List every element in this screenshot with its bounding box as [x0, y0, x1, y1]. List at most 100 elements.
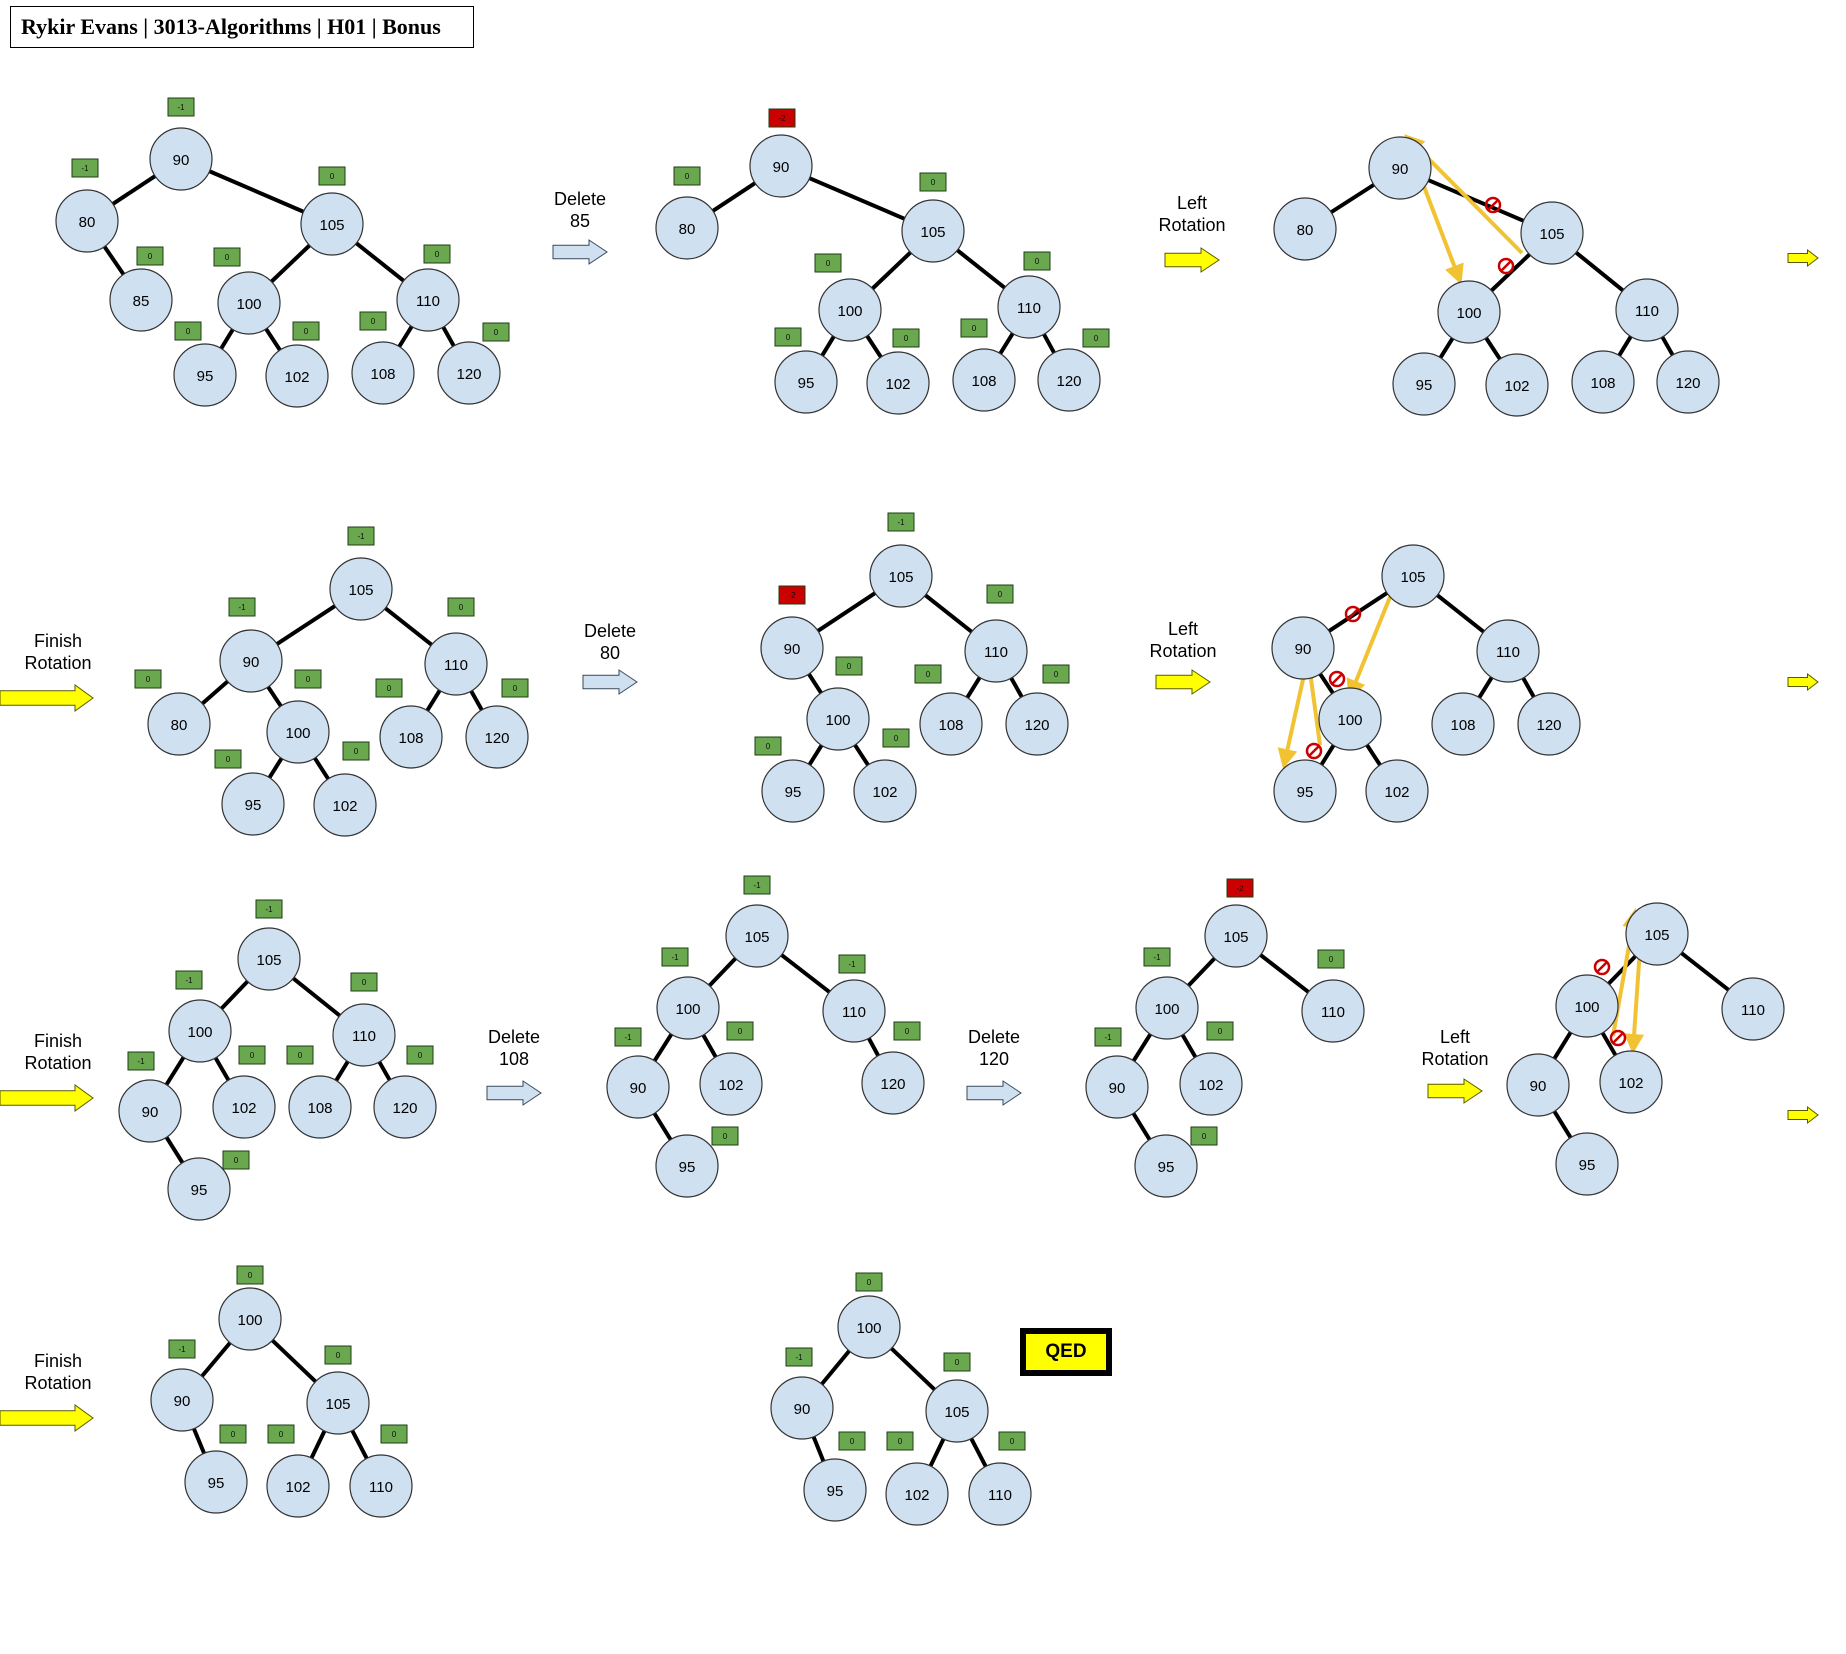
balance-badge: 0 — [380, 1424, 408, 1444]
balance-factor: 0 — [847, 662, 852, 671]
balance-badge: 0 — [1042, 664, 1070, 684]
tree-node: 110 — [1301, 979, 1365, 1043]
tree-edge — [264, 326, 282, 353]
balance-factor: 0 — [931, 178, 936, 187]
step-label: Rotation — [1158, 215, 1225, 235]
balance-badge: -1 — [1143, 947, 1171, 967]
tree-node: 90 — [770, 1376, 834, 1440]
tree-edge — [852, 742, 871, 768]
tree-node: 90 — [749, 134, 813, 198]
tree-edge — [1574, 250, 1625, 293]
step-arrow — [582, 669, 638, 695]
tree-node: 105 — [925, 1379, 989, 1443]
node-label: 90 — [1530, 1078, 1547, 1095]
tree-edge — [164, 1135, 185, 1165]
step-label: Left — [1168, 619, 1198, 639]
node-label: 105 — [944, 1404, 969, 1421]
node-circle — [1273, 197, 1337, 261]
balance-factor: -2 — [1236, 884, 1244, 893]
balance-factor: 0 — [513, 684, 518, 693]
balance-factor: 0 — [306, 675, 311, 684]
balance-factor: 0 — [371, 317, 376, 326]
tree-node: 105 — [869, 544, 933, 608]
balance-badge: -1 — [838, 954, 866, 974]
balance-badge-box — [673, 166, 701, 186]
step-label: Finish — [34, 1351, 82, 1371]
tree-edge — [1326, 590, 1390, 634]
balance-factor: 0 — [786, 333, 791, 342]
balance-badge: 0 — [292, 321, 320, 341]
balance-factor: 0 — [392, 1430, 397, 1439]
tree-edge — [1435, 593, 1486, 634]
node-label: 102 — [1618, 1075, 1643, 1092]
tree-node: 95 — [173, 343, 237, 407]
tree-node: 105 — [329, 557, 393, 621]
balance-badge-box — [986, 584, 1014, 604]
node-label: 90 — [773, 159, 790, 176]
node-circle — [761, 759, 825, 823]
balance-badge: 0 — [919, 172, 947, 192]
node-label: 105 — [888, 569, 913, 586]
tree-node: 102 — [699, 1052, 763, 1116]
tree-node: 102 — [853, 759, 917, 823]
step-arrow — [0, 684, 94, 712]
balance-badge-box — [1206, 1021, 1234, 1041]
balance-badge-box — [1190, 1126, 1218, 1146]
balance-factor: 0 — [904, 334, 909, 343]
tree-edge — [1364, 742, 1383, 768]
tree-edge — [779, 952, 832, 995]
remove-link-icon — [1609, 1029, 1627, 1047]
node-circle — [1037, 348, 1101, 412]
node-circle — [1135, 976, 1199, 1040]
remove-link-icon — [1593, 958, 1611, 976]
balance-badge-box — [324, 1345, 352, 1365]
node-circle — [656, 976, 720, 1040]
balance-factor: 0 — [248, 1271, 253, 1280]
tree-edge — [377, 1059, 392, 1083]
step-annotation — [1787, 672, 1819, 692]
step-arrow — [0, 1404, 94, 1432]
tree-node: 100 — [218, 1287, 282, 1351]
balance-factor: 0 — [1054, 670, 1059, 679]
node-circle — [866, 351, 930, 415]
balance-badge-box — [778, 585, 806, 605]
rotation-arrow — [1346, 596, 1392, 700]
node-circle — [655, 196, 719, 260]
step-label: Delete — [968, 1027, 1020, 1047]
tree-node: 80 — [55, 189, 119, 253]
remove-link-icon — [1328, 670, 1346, 688]
balance-badge: 0 — [998, 1431, 1026, 1451]
balance-badge: 0 — [892, 328, 920, 348]
balance-badge-box — [213, 247, 241, 267]
balance-badge: -1 — [1094, 1027, 1122, 1047]
balance-factor: 0 — [850, 1437, 855, 1446]
tree-node: 102 — [885, 1462, 949, 1526]
tree-edge — [266, 684, 283, 709]
node-circle — [1520, 201, 1584, 265]
balance-badge-box — [886, 1431, 914, 1451]
balance-badge: 0 — [342, 741, 370, 761]
node-circle — [853, 759, 917, 823]
remove-link-slash — [1500, 260, 1512, 272]
balance-badge: 0 — [213, 247, 241, 267]
balance-badge-box — [1094, 1027, 1122, 1047]
remove-link-slash — [1308, 745, 1320, 757]
balance-factor: 0 — [972, 324, 977, 333]
tree-edge — [889, 1346, 937, 1392]
node-label: 105 — [920, 224, 945, 241]
tree-node: 110 — [396, 268, 460, 332]
step-label: Delete — [554, 189, 606, 209]
step-arrow — [486, 1080, 542, 1106]
balance-badge-box — [71, 158, 99, 178]
tree-edge — [870, 250, 913, 291]
node-label: 105 — [1644, 927, 1669, 944]
balance-badge-box — [167, 97, 195, 117]
node-circle — [1625, 902, 1689, 966]
node-circle — [221, 772, 285, 836]
tree-edge — [1258, 952, 1311, 995]
remove-link-icon — [1484, 196, 1502, 214]
